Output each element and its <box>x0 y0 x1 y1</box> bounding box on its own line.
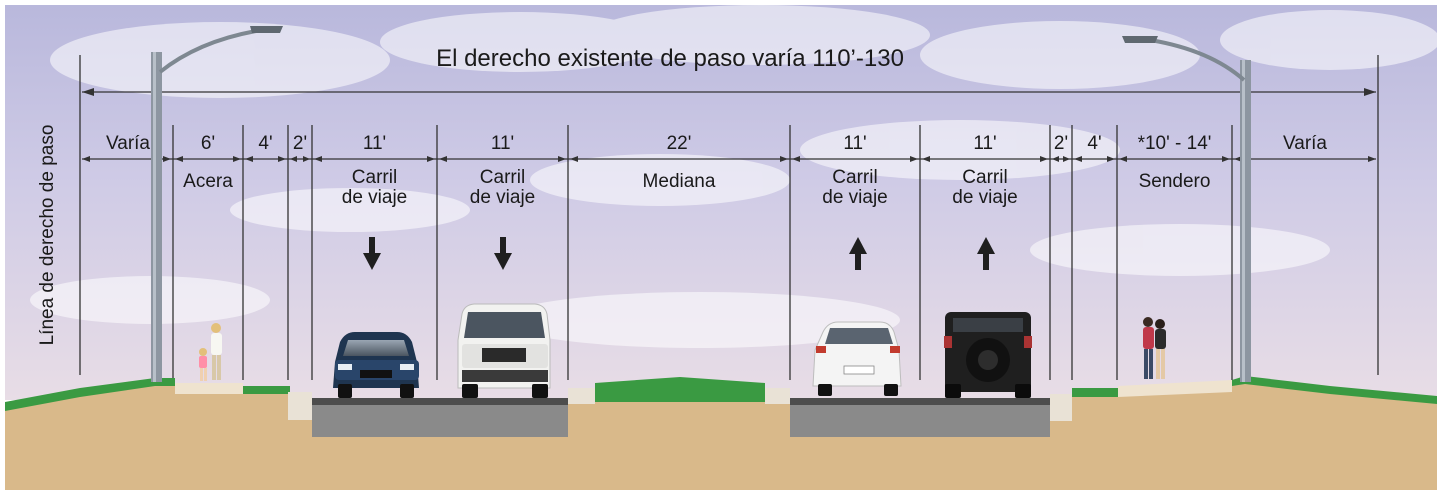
sidewalks <box>175 380 1232 421</box>
street-light-left <box>151 26 283 382</box>
zone-label-carril-3: Carril de viaje <box>790 168 920 208</box>
zone-label-carril-2: Carril de viaje <box>437 168 568 208</box>
zone-label-line: Carril <box>351 167 398 188</box>
zone-label-line: de viaje <box>822 186 888 208</box>
division-lines <box>79 55 1379 380</box>
car-white-icon <box>812 321 902 396</box>
right-of-way-line-label: Línea de derecho de paso <box>37 124 58 346</box>
zone-label-line: Carril <box>479 167 526 188</box>
dimension-label: 11' <box>490 133 515 154</box>
zone-label-acera: Acera <box>183 171 233 192</box>
zone-label-line: de viaje <box>952 186 1018 208</box>
car-blue-icon <box>333 332 419 398</box>
dimension-label: 11' <box>973 133 997 154</box>
dimension-label: 11' <box>362 133 387 154</box>
pedestrians-left-icon <box>199 323 222 381</box>
dimension-label: 11' <box>843 133 867 154</box>
zone-label-mediana: Mediana <box>642 171 716 192</box>
dimension-label: 2' <box>1053 133 1069 154</box>
arrow-up-icon-1 <box>849 237 867 270</box>
pavement-right <box>790 398 1050 437</box>
street-light-right <box>1122 36 1251 382</box>
zone-label-carril-1: Carril de viaje <box>312 168 437 208</box>
zone-label-line: de viaje <box>469 186 536 208</box>
dimension-label: 6' <box>200 133 216 154</box>
zone-label-line: Carril <box>962 167 1008 188</box>
arrow-down-icon-2 <box>494 237 512 270</box>
jeep-black-icon <box>944 312 1032 398</box>
segment-dimension-line <box>82 156 1376 162</box>
zone-label-line: de viaje <box>341 186 408 208</box>
dimension-label: 22' <box>666 133 692 154</box>
diagram-title: El derecho existente de paso varía 110’-… <box>436 45 904 72</box>
grass-strips <box>5 376 1437 411</box>
clouds <box>30 5 1440 348</box>
ground <box>5 380 1437 490</box>
dimension-label: *10' - 14' <box>1137 133 1212 154</box>
dimension-label: 4' <box>258 133 273 154</box>
pavement-left <box>312 398 568 437</box>
dimension-label: 4' <box>1087 133 1102 154</box>
van-white-icon <box>457 303 551 398</box>
arrow-down-icon-1 <box>363 237 381 270</box>
zone-label-line: Carril <box>832 167 878 188</box>
dimension-label: 2' <box>292 133 308 154</box>
arrow-up-icon-2 <box>977 237 995 270</box>
zone-label-sendero: Sendero <box>1138 171 1211 192</box>
zone-label-carril-4: Carril de viaje <box>920 168 1050 208</box>
overall-dimension-line <box>82 88 1376 96</box>
dimension-label: Varía <box>1282 133 1327 154</box>
pedestrians-right-icon <box>1143 317 1166 379</box>
dimension-label: Varía <box>105 133 150 154</box>
